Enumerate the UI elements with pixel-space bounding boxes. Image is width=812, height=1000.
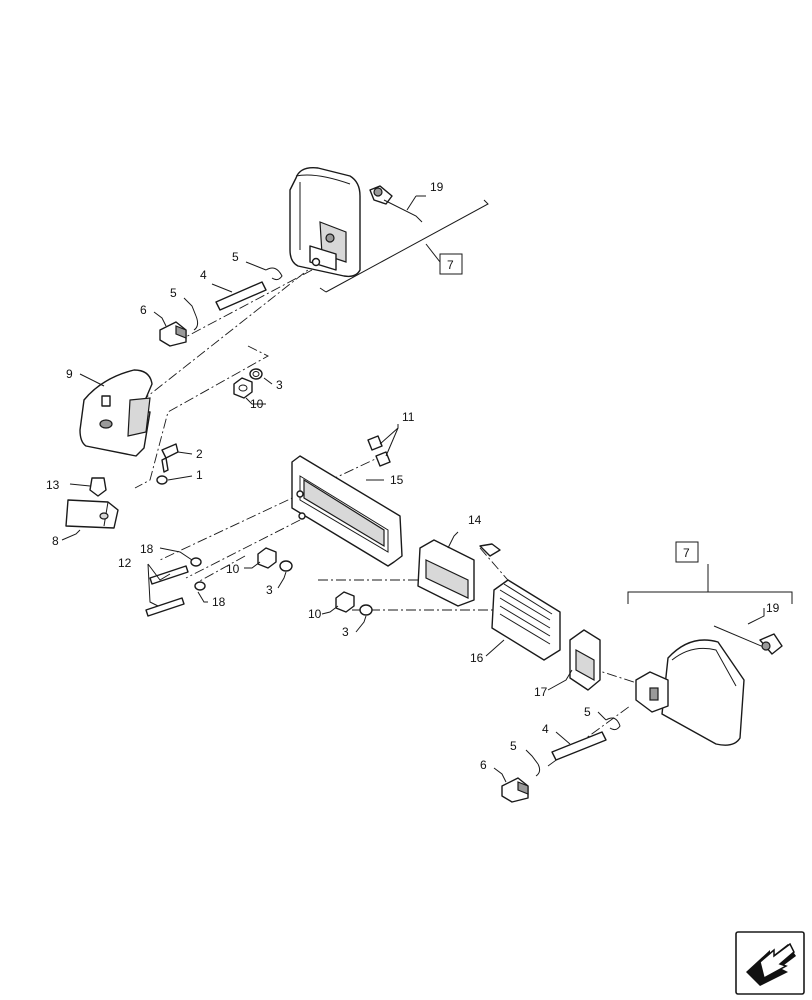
callout-6-a: 6	[140, 303, 147, 317]
lamp-housing-right	[635, 639, 745, 746]
callout-7-top: 7	[447, 258, 454, 272]
callout-10-a: 10	[250, 397, 264, 411]
washer-3-low	[355, 604, 373, 633]
callout-10-b: 10	[226, 562, 240, 576]
callout-5-c: 5	[584, 705, 591, 719]
callout-15: 15	[390, 473, 404, 487]
callout-1: 1	[196, 468, 203, 482]
callout-5-b: 5	[170, 286, 177, 300]
washer-top	[249, 368, 273, 385]
callout-5-d: 5	[510, 739, 517, 753]
block-8	[61, 499, 119, 541]
callout-3-b: 3	[266, 583, 273, 597]
callout-11: 11	[402, 410, 415, 424]
washer-3-mid	[277, 560, 293, 589]
connector-top	[153, 311, 187, 347]
callout-18-b: 18	[212, 595, 226, 609]
return-arrow-icon[interactable]	[735, 931, 805, 995]
callout-4-a: 4	[200, 268, 207, 282]
spacers-11	[367, 424, 399, 467]
callout-16: 16	[470, 651, 484, 665]
callout-7-right: 7	[683, 546, 690, 560]
connector-bottom	[493, 767, 529, 803]
cover-17	[547, 629, 601, 691]
callout-5-a: 5	[232, 250, 239, 264]
bracket-top	[319, 199, 489, 293]
nut-10-low	[321, 591, 355, 615]
electronic-module-16	[485, 579, 561, 661]
lamp-housing-left	[79, 369, 153, 457]
washer-1	[156, 475, 193, 485]
callout-3-a: 3	[276, 378, 283, 392]
callout-3-c: 3	[342, 625, 349, 639]
clip-bottom-a	[597, 711, 621, 731]
nut-top	[233, 377, 266, 405]
callout-18-a: 18	[140, 542, 154, 556]
callout-labels: 19 7 5 4 5 6 9 3 10 2 1 13 8 11 15 18 12…	[46, 180, 780, 772]
callout-13: 13	[46, 478, 60, 492]
callout-19-top: 19	[430, 180, 444, 194]
bracket-14	[417, 531, 475, 607]
mounting-frame-15	[291, 455, 403, 567]
pin-bottom	[551, 731, 607, 761]
callout-2: 2	[196, 447, 203, 461]
callout-8: 8	[52, 534, 59, 548]
callout-10-c: 10	[308, 607, 322, 621]
harness-clip-right	[713, 608, 783, 655]
lamp-housing-top	[289, 167, 361, 278]
clip-top-b	[183, 297, 199, 331]
callout-12: 12	[118, 556, 132, 570]
pin-top	[211, 281, 267, 311]
harness-clip-top	[369, 185, 426, 223]
clip-top-a	[245, 261, 283, 281]
callout-14: 14	[468, 513, 482, 527]
clip-bottom-b	[525, 749, 541, 777]
grommet-13	[69, 477, 107, 497]
bolt-14	[479, 543, 501, 557]
callout-19-right: 19	[766, 601, 780, 615]
callout-4-b: 4	[542, 722, 549, 736]
bolts-12	[145, 563, 189, 617]
callout-9: 9	[66, 367, 73, 381]
callout-17: 17	[534, 685, 548, 699]
washers-18	[159, 547, 208, 603]
bracket-right	[627, 564, 793, 604]
callout-6-b: 6	[480, 758, 487, 772]
nut-10-mid	[244, 547, 277, 569]
bolt-2	[161, 443, 193, 473]
